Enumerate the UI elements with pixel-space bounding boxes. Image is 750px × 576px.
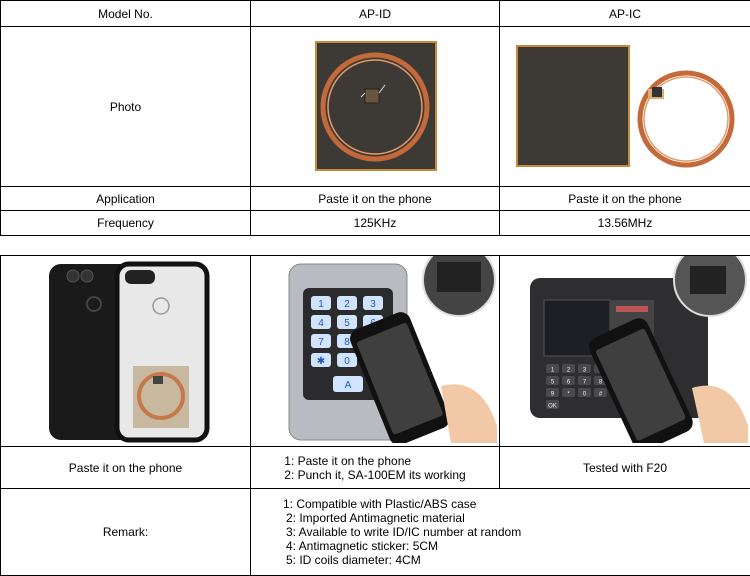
svg-text:A: A [345,380,352,391]
keypad-reader-image: 123456789✱0# A [251,256,500,443]
terminal-key-label: OK [548,404,557,410]
keypad-key-label: 5 [344,318,350,329]
remark-item: 1: Compatible with Plastic/ABS case [283,497,521,511]
keypad-key-label: 1 [318,299,324,310]
keypad-key-label: 4 [318,318,324,329]
keypad-key-label: 0 [344,356,350,367]
keypad-photo-cell: 123456789✱0# A [251,256,500,447]
header-ap-id: AP-ID [251,1,500,27]
keypad-key-label: 2 [344,299,350,310]
caption-keypad: 1: Paste it on the phone 2: Punch it, SA… [251,447,500,489]
keypad-key-label: 3 [370,299,376,310]
caption-phone-case: Paste it on the phone [1,447,251,489]
phone-case-photo-cell [1,256,251,447]
keypad-key-label: 8 [344,337,350,348]
ap-ic-coil-image [500,27,750,183]
keypad-key-label: 7 [318,337,324,348]
ap-ic-frequency: 13.56MHz [500,211,750,236]
ap-id-photo-cell [251,27,500,187]
f20-terminal-image: 123456789*0#OK [500,256,750,443]
ap-id-coil-image [251,27,500,183]
header-model-no: Model No. [1,1,251,27]
phone-case-image [1,256,251,443]
remark-item: 2: Imported Antimagnetic material [283,511,521,525]
remark-item: 5: ID coils diameter: 4CM [283,553,521,567]
remark-item: 3: Available to write ID/IC number at ra… [283,525,521,539]
caption-keypad-line-2: 2: Punch it, SA-100EM its working [284,468,465,482]
keypad-key-label: ✱ [317,356,325,367]
remark-item: 4: Antimagnetic sticker: 5CM [283,539,521,553]
ap-id-application: Paste it on the phone [251,187,500,211]
row-label-photo: Photo [1,27,251,187]
caption-terminal: Tested with F20 [500,447,750,489]
ap-id-frequency: 125KHz [251,211,500,236]
row-label-application: Application [1,187,251,211]
remark-label: Remark: [1,489,251,576]
spec-table: Model No. AP-ID AP-IC Photo [0,0,750,236]
caption-keypad-line-1: 1: Paste it on the phone [284,454,465,468]
remark-content: 1: Compatible with Plastic/ABS case 2: I… [251,489,750,576]
row-label-frequency: Frequency [1,211,251,236]
ap-ic-photo-cell [500,27,750,187]
header-ap-ic: AP-IC [500,1,750,27]
terminal-photo-cell: 123456789*0#OK [500,256,750,447]
usage-table: 123456789✱0# A 123456789*0#OK [0,255,750,576]
ap-ic-application: Paste it on the phone [500,187,750,211]
